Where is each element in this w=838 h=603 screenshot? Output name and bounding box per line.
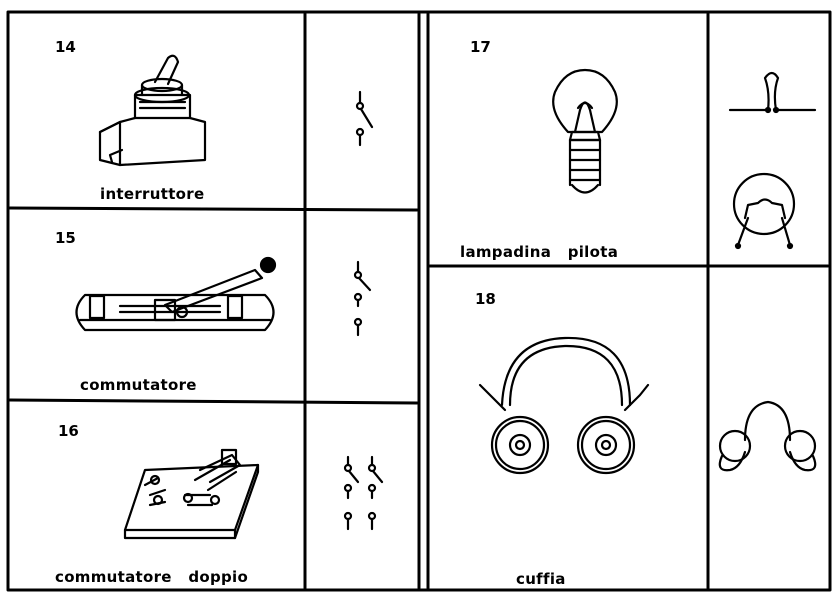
headphones-drawing [478,336,650,475]
headphone-symbol [718,400,817,472]
item-number-17: 17 [470,38,491,56]
item-number-14: 14 [55,38,76,56]
item-number-16: 16 [58,422,79,440]
row-divider-1 [8,206,419,212]
double-switch-drawing [123,448,260,540]
item-number-15: 15 [55,229,76,247]
toggle-switch-drawing [98,54,207,167]
switch-symbol-16 [343,455,384,531]
grid-lines [6,10,832,592]
switch-symbol-14 [355,90,374,147]
switch-symbol-15 [353,260,372,337]
label-commutatore-doppio: commutatore doppio [55,568,249,586]
label-interruttore: interruttore [100,185,205,203]
label-cuffia: cuffia [516,570,566,588]
lamp-symbols [728,71,817,250]
item-number-18: 18 [475,290,496,308]
knife-switch-drawing [75,256,277,332]
outer-border [6,10,832,592]
row-divider-2 [8,398,419,405]
pilot-bulb-drawing [552,68,618,194]
label-commutatore: commutatore [80,376,197,394]
label-lampadina-pilota: lampadina pilota [460,243,619,261]
